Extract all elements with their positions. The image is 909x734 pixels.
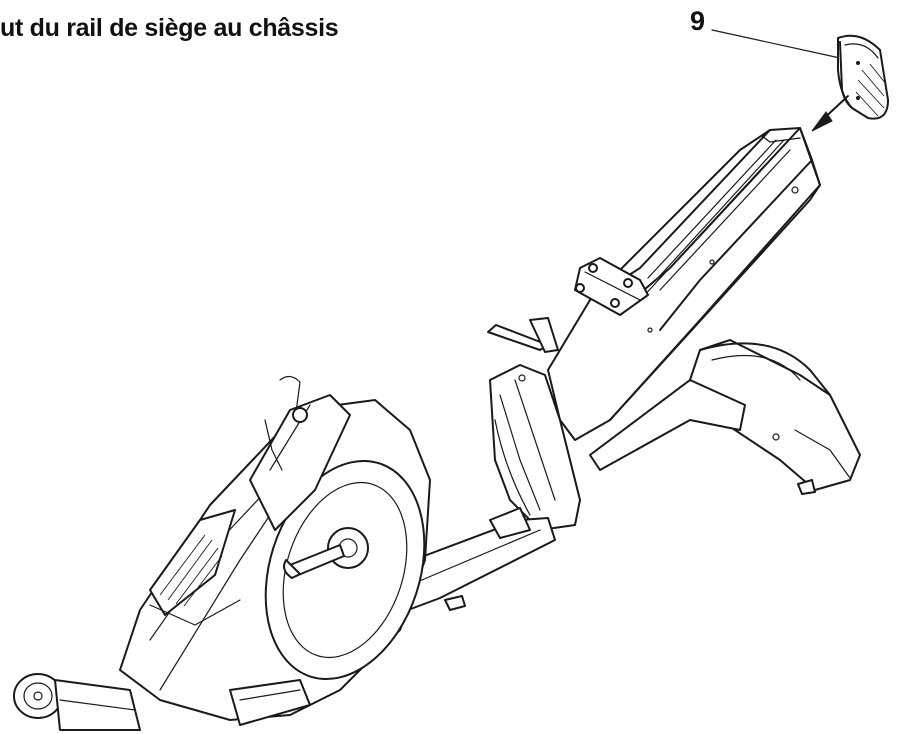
insertion-arrow [811,95,849,132]
main-beam [399,507,556,611]
rear-stabilizer [589,339,861,495]
seat-rail [547,127,821,441]
callout-leader-line [711,29,841,59]
frame-upright [489,364,581,531]
console-mast [249,375,351,531]
front-grille [149,509,241,626]
seat-mount-bracket [574,257,649,316]
end-cap-part [837,34,889,120]
front-wheel [13,673,141,731]
instruction-heading: ut du rail de siège au châssis [0,14,339,42]
lower-base [229,595,466,726]
handle-lever [487,317,559,353]
flywheel-housing [119,399,431,721]
callout-number-9: 9 [690,6,706,36]
